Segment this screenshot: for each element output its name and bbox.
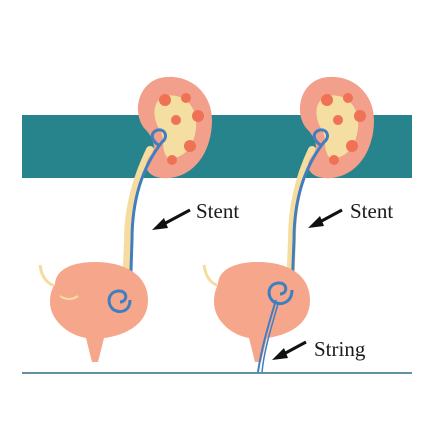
arrow-icon bbox=[308, 208, 343, 228]
left-kidney-bladder-illustration bbox=[38, 76, 212, 362]
stent-label-left: Stent bbox=[196, 199, 239, 223]
left-bladder bbox=[38, 262, 148, 362]
right-string bbox=[257, 299, 277, 373]
right-kidney-bladder-illustration bbox=[202, 76, 374, 373]
right-kidney bbox=[299, 76, 374, 179]
string-label: String bbox=[314, 337, 366, 361]
right-ureter bbox=[286, 146, 316, 294]
arrow-icon bbox=[272, 340, 307, 360]
stent-label-right: Stent bbox=[350, 199, 393, 223]
arrow-icon bbox=[152, 208, 191, 230]
right-stent-coil bbox=[267, 281, 294, 305]
left-stent-coil bbox=[107, 289, 132, 314]
left-kidney bbox=[137, 76, 212, 179]
left-stent bbox=[128, 128, 167, 301]
right-stent bbox=[290, 128, 329, 291]
